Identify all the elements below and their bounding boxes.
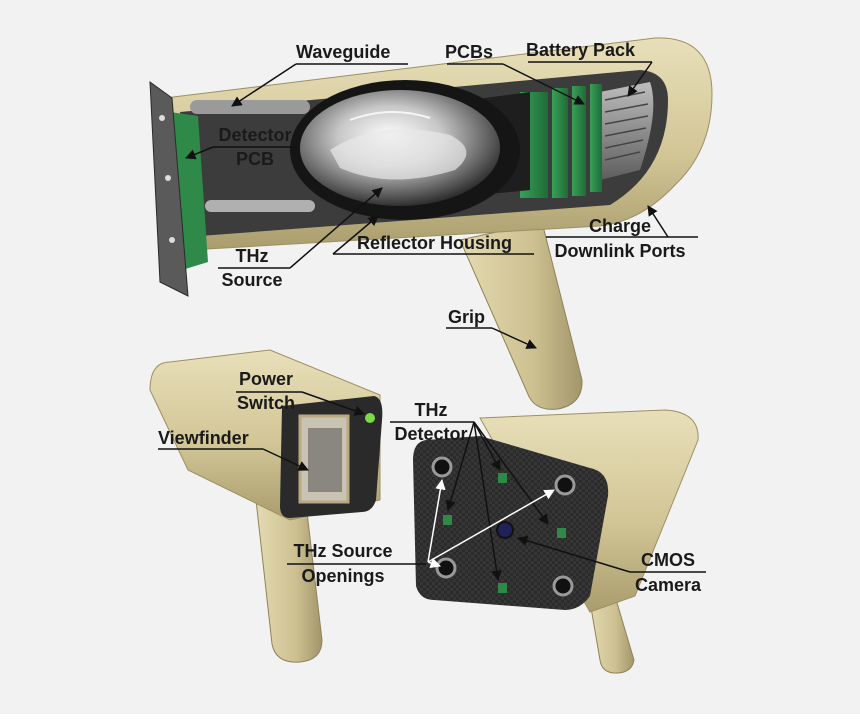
label-power-switch-line1: Power [238,369,294,389]
label-reflector-housing: Reflector Housing [357,233,513,253]
battery-pack [600,82,654,180]
cutaway-camera [149,37,713,410]
label-waveguide: Waveguide [296,42,391,62]
label-pcbs: PCBs [445,42,494,62]
label-detector-pcb-line2: PCB [235,149,274,169]
label-charge-ports-line1: Charge [588,216,651,236]
source-opening-tl [431,456,453,478]
label-charge-ports-line2: Downlink Ports [554,241,686,261]
front-camera [413,409,699,674]
label-power-switch-line2: Switch [236,393,295,413]
grip [459,221,583,410]
label-cmos-camera-line2: Camera [634,575,702,595]
source-opening-tr [554,474,576,496]
label-thz-source-openings-line1: THz Source [293,541,393,561]
detector-slot-4 [498,583,507,593]
label-thz-detector-line1: THz [414,400,448,420]
label-detector-pcb-line1: Detector [218,125,292,145]
waveguide-rod [190,100,310,114]
label-thz-detector-line2: Detector [394,424,468,444]
power-led [365,413,375,423]
label-battery-pack: Battery Pack [526,40,636,60]
label-grip: Grip [448,307,486,327]
label-thz-source-line2: Source [221,270,283,290]
label-viewfinder: Viewfinder [158,428,249,448]
label-thz-source-line1: THz [235,246,269,266]
front-plate [149,80,189,297]
rear-grip [255,494,323,663]
callout-lines-white [427,478,555,568]
source-opening-br [552,575,574,597]
label-thz-source-openings-line2: Openings [301,566,385,586]
lower-rod [205,200,315,212]
callout-lines [158,61,706,582]
cmos-camera-lens [496,521,514,539]
rear-camera [149,349,383,663]
label-cmos-camera-line1: CMOS [641,550,695,570]
detector-slot-3 [557,528,566,538]
detector-slot-2 [443,515,452,525]
detector-slot-1 [498,473,507,483]
source-opening-bl [435,557,457,579]
